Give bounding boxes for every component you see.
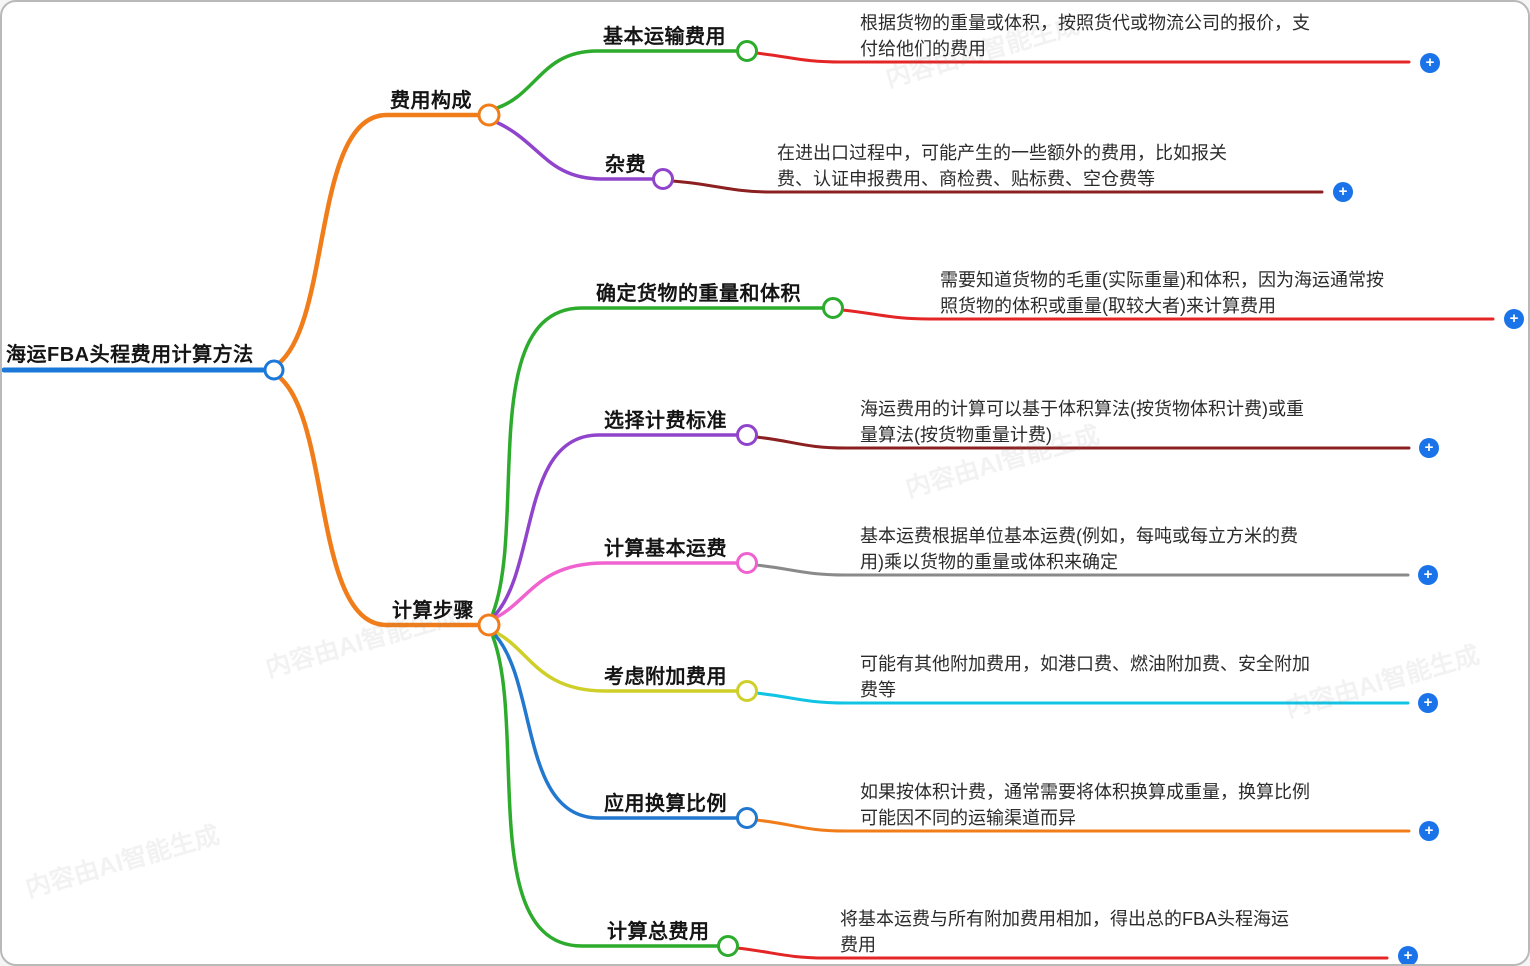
node-calc-base-freight-detail[interactable]: 基本运费根据单位基本运费(例如，每吨或每立方米的费用)乘以货物的重量或体积来确定 bbox=[860, 526, 1298, 572]
calc-total-cost-dot[interactable] bbox=[717, 935, 739, 957]
consider-surcharges-dot[interactable] bbox=[736, 680, 758, 702]
choose-billing-standard-dot[interactable] bbox=[736, 424, 758, 446]
node-consider-surcharges-detail[interactable]: 可能有其他附加费用，如港口费、燃油附加费、安全附加费等 bbox=[860, 654, 1310, 700]
add-button-apply-conversion-ratio[interactable]: + bbox=[1419, 821, 1439, 841]
branch-calculation-steps-label[interactable]: 计算步骤 bbox=[392, 600, 474, 622]
node-apply-conversion-ratio-detail[interactable]: 如果按体积计费，通常需要将体积换算成重量，换算比例可能因不同的运输渠道而异 bbox=[860, 782, 1310, 828]
add-button-misc-fees[interactable]: + bbox=[1333, 182, 1353, 202]
edge-apply-conversion-ratio bbox=[493, 633, 738, 820]
node-determine-weight-volume-label[interactable]: 确定货物的重量和体积 bbox=[596, 283, 801, 305]
root-node-dot[interactable] bbox=[263, 359, 285, 381]
root-node-label[interactable]: 海运FBA头程费用计算方法 bbox=[6, 344, 254, 366]
add-button-determine-weight-volume[interactable]: + bbox=[1504, 309, 1524, 329]
edge-determine-weight-volume bbox=[491, 306, 824, 615]
node-consider-surcharges-label[interactable]: 考虑附加费用 bbox=[604, 666, 727, 688]
node-calc-total-cost-detail[interactable]: 将基本运费与所有附加费用相加，得出总的FBA头程海运费用 bbox=[840, 909, 1290, 955]
node-calc-total-cost-label[interactable]: 计算总费用 bbox=[607, 921, 710, 943]
calculation-steps-dot[interactable] bbox=[477, 613, 501, 637]
edge-calc-base-freight bbox=[495, 561, 738, 619]
edge-consider-surcharges bbox=[495, 631, 738, 693]
node-choose-billing-standard-label[interactable]: 选择计费标准 bbox=[604, 410, 727, 432]
connector-choose-billing-standard-detail bbox=[754, 435, 1411, 450]
branch-cost-composition-label[interactable]: 费用构成 bbox=[390, 90, 472, 112]
add-button-basic-transport-fee[interactable]: + bbox=[1420, 53, 1440, 73]
add-button-consider-surcharges[interactable]: + bbox=[1418, 693, 1438, 713]
calc-base-freight-dot[interactable] bbox=[736, 552, 758, 574]
cost-composition-dot[interactable] bbox=[477, 103, 501, 127]
edge-cost-composition bbox=[275, 112, 481, 367]
connector-consider-surcharges-detail bbox=[754, 691, 1410, 705]
edge-calc-total-cost bbox=[491, 635, 719, 948]
edge-basic-transport-fee bbox=[495, 49, 738, 110]
misc-fees-dot[interactable] bbox=[652, 168, 674, 190]
basic-transport-fee-dot[interactable] bbox=[736, 40, 758, 62]
node-misc-fees-label[interactable]: 杂费 bbox=[605, 154, 646, 176]
edge-misc-fees bbox=[494, 120, 654, 181]
node-basic-transport-fee-detail[interactable]: 根据货物的重量或体积，按照货代或物流公司的报价，支付给他们的费用 bbox=[860, 13, 1310, 59]
node-calc-base-freight-label[interactable]: 计算基本运费 bbox=[604, 538, 727, 560]
node-apply-conversion-ratio-label[interactable]: 应用换算比例 bbox=[604, 793, 727, 815]
connector-calc-base-freight-detail bbox=[754, 563, 1410, 577]
add-button-calc-total-cost[interactable]: + bbox=[1398, 946, 1418, 964]
node-determine-weight-volume-detail[interactable]: 需要知道货物的毛重(实际重量)和体积，因为海运通常按照货物的体积或重量(取较大者… bbox=[940, 270, 1384, 316]
connector-basic-transport-fee-detail bbox=[754, 51, 1411, 64]
connector-misc-fees-detail bbox=[670, 179, 1324, 194]
add-button-calc-base-freight[interactable]: + bbox=[1418, 565, 1438, 585]
apply-conversion-ratio-dot[interactable] bbox=[736, 807, 758, 829]
node-misc-fees-detail[interactable]: 在进出口过程中，可能产生的一些额外的费用，比如报关费、认证申报费用、商检费、贴标… bbox=[777, 143, 1227, 189]
node-choose-billing-standard-detail[interactable]: 海运费用的计算可以基于体积算法(按货物体积计费)或重量算法(按货物重量计费) bbox=[860, 399, 1304, 445]
determine-weight-volume-dot[interactable] bbox=[822, 297, 844, 319]
add-button-choose-billing-standard[interactable]: + bbox=[1419, 438, 1439, 458]
edge-choose-billing-standard bbox=[493, 433, 738, 617]
edge-calculation-steps bbox=[275, 373, 481, 628]
connector-apply-conversion-ratio-detail bbox=[754, 818, 1411, 833]
connector-calc-total-cost-detail bbox=[735, 946, 1389, 960]
connector-determine-weight-volume-detail bbox=[840, 308, 1495, 321]
node-basic-transport-fee-label[interactable]: 基本运输费用 bbox=[603, 26, 726, 48]
